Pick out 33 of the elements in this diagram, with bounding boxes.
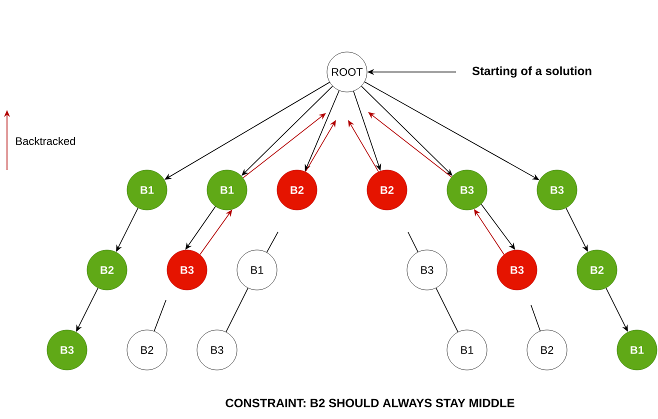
line <box>266 232 278 253</box>
circle-node: B2 <box>276 170 318 210</box>
circle-node: B3 <box>406 250 448 290</box>
circle-node: B2 <box>366 170 408 210</box>
arrow <box>368 112 452 178</box>
arrow <box>348 120 379 172</box>
circle-node: B1 <box>206 170 248 210</box>
circle-node: B1 <box>616 330 658 370</box>
circle-node: B1 <box>126 170 168 210</box>
circle-node: B3 <box>446 170 488 210</box>
circle-node: B2 <box>126 330 168 370</box>
circle-node: B3 <box>46 330 88 370</box>
line <box>530 304 541 332</box>
circle-node: ROOT <box>326 52 368 92</box>
line <box>408 232 418 252</box>
line <box>436 288 458 332</box>
circle-node: B2 <box>576 250 618 290</box>
line <box>154 300 166 332</box>
circle-node: B3 <box>536 170 578 210</box>
circle-node: B3 <box>496 250 538 290</box>
circle-node: B3 <box>196 330 238 370</box>
line <box>226 288 248 332</box>
arrow <box>242 113 326 178</box>
circle-node: B2 <box>526 330 568 370</box>
circle-node: B3 <box>166 250 208 290</box>
arrow <box>305 120 336 172</box>
legend-label: Backtracked <box>16 136 76 146</box>
circle-node: B1 <box>236 250 278 290</box>
arrow <box>200 210 232 255</box>
circle-node: B2 <box>86 250 128 290</box>
circle-node: B1 <box>446 330 488 370</box>
caption: CONSTRAINT: B2 SHOULD ALWAYS STAY MIDDLE <box>226 398 514 408</box>
annotation-text: Starting of a solution <box>472 66 592 78</box>
